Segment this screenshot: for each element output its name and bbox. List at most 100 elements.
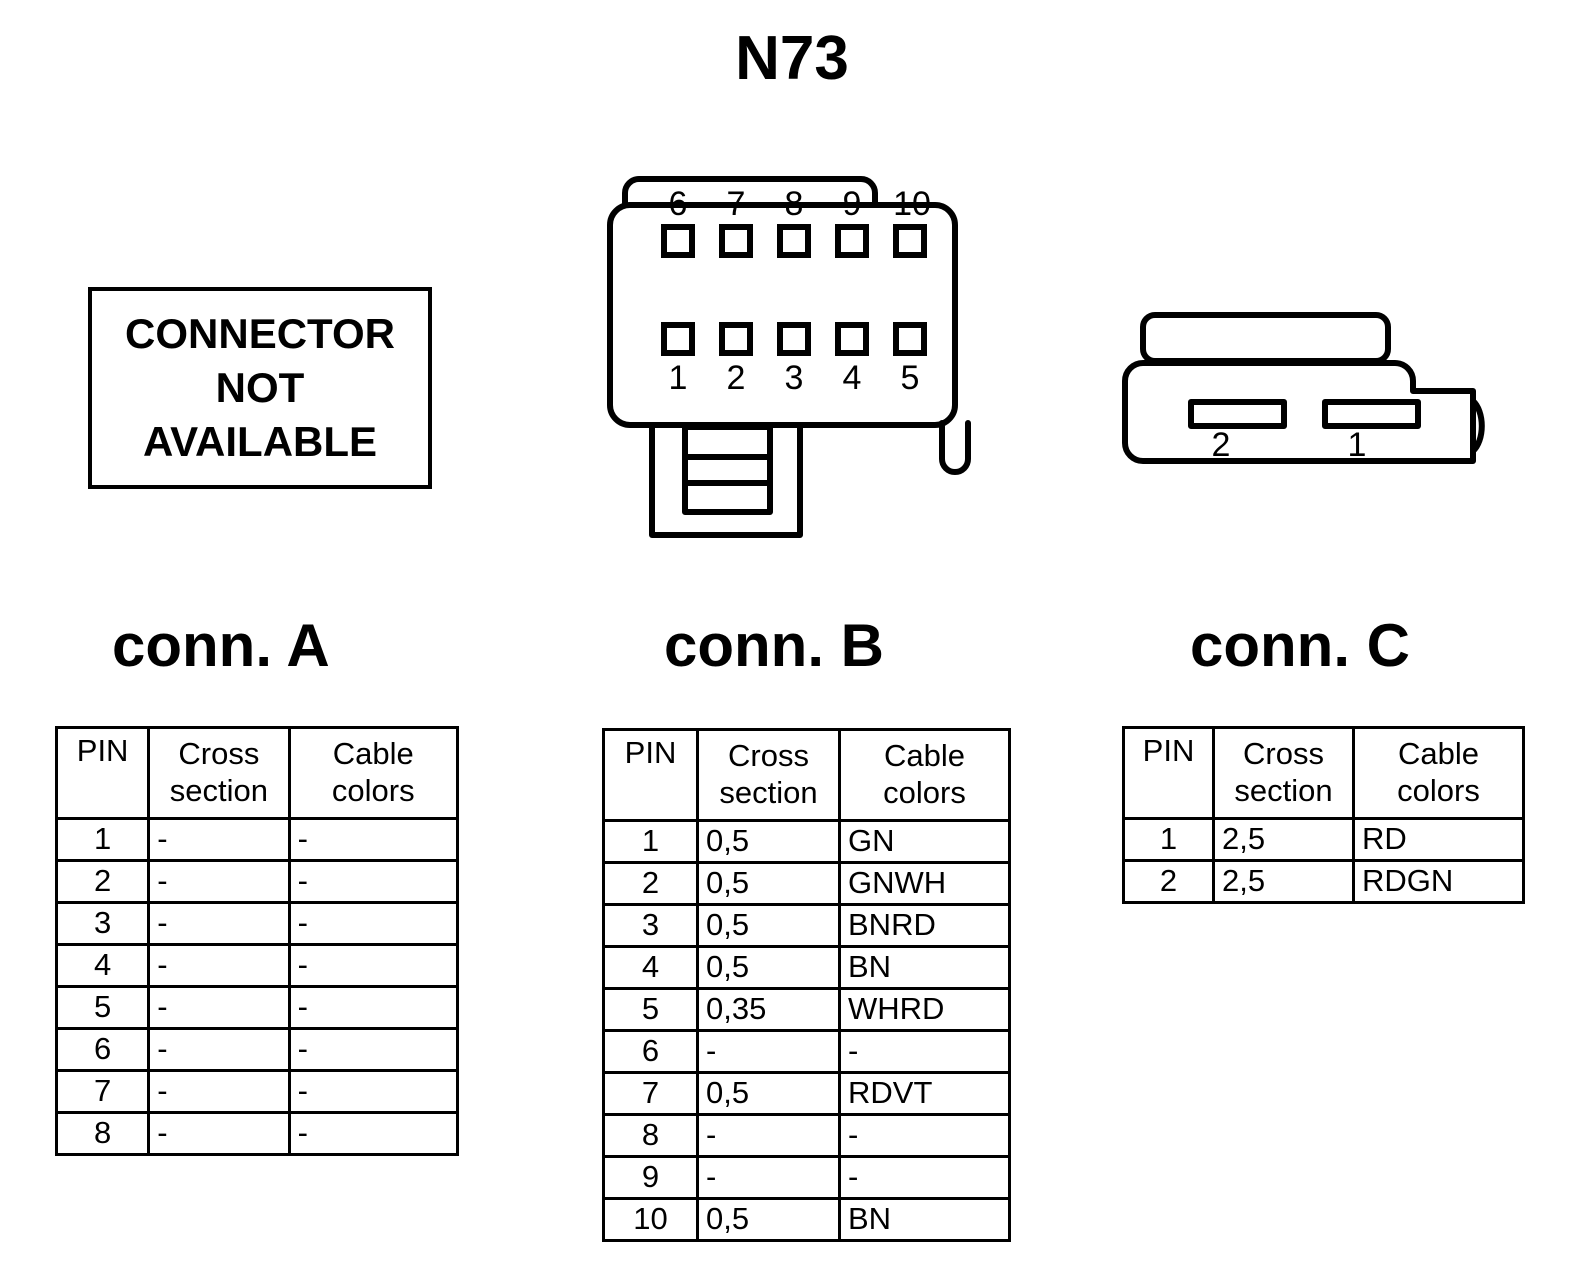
cell-cross-section: 2,5 (1212, 859, 1355, 904)
cell-cable-colors: BNRD (838, 903, 1011, 948)
cell-pin: 1 (1122, 817, 1215, 862)
page-title: N73 (735, 24, 849, 93)
column-header-cross-section-line1: Cross (1243, 736, 1324, 772)
notice-line-3: AVAILABLE (142, 417, 378, 465)
column-header-cross-section: Cross section (1212, 726, 1355, 820)
cell-cable-colors: RD (1352, 817, 1525, 862)
pin-label-2: 2 (727, 359, 746, 397)
table-header-row: PIN Cross section Cable colors (602, 728, 1011, 822)
cell-cable-colors: RDGN (1352, 859, 1525, 904)
table-header-row: PIN Cross section Cable colors (54, 726, 460, 820)
cell-pin: 7 (602, 1071, 699, 1116)
connector-a-table-body: 1--2--3--4--5--6--7--8-- (54, 817, 460, 1156)
column-header-pin: PIN (54, 726, 151, 820)
connector-b-illustration: 6 7 8 9 10 1 2 3 4 5 (600, 165, 1000, 545)
cell-cross-section: 0,5 (696, 1197, 841, 1242)
cell-cable-colors: - (287, 985, 460, 1030)
column-header-cable-colors-line1: Cable (1398, 736, 1479, 772)
heading-conn-a: conn. A (112, 612, 330, 679)
table-row: 3-- (54, 901, 460, 946)
cell-cross-section: 0,5 (696, 819, 841, 864)
connector-c-illustration: 2 1 (1095, 305, 1515, 485)
connector-not-available-box: CONNECTOR NOT AVAILABLE (88, 287, 432, 489)
column-header-cable-colors-line1: Cable (332, 736, 414, 772)
cell-cross-section: - (696, 1155, 841, 1200)
cell-pin: 5 (54, 985, 151, 1030)
column-header-cable-colors: Cable colors (1352, 726, 1525, 820)
cell-cross-section: 2,5 (1212, 817, 1355, 862)
cell-cable-colors: - (287, 901, 460, 946)
pin-label-9: 9 (843, 185, 862, 223)
table-row: 8-- (602, 1113, 1011, 1158)
column-header-cable-colors: Cable colors (838, 728, 1011, 822)
heading-conn-c: conn. C (1190, 612, 1410, 679)
cell-cable-colors: - (287, 1111, 460, 1156)
pin-label-3: 3 (785, 359, 804, 397)
cell-cross-section: 0,5 (696, 945, 841, 990)
column-header-cable-colors-line1: Cable (884, 738, 965, 774)
cell-pin: 7 (54, 1069, 151, 1114)
cell-cross-section: 0,5 (696, 903, 841, 948)
cell-cable-colors: - (838, 1029, 1011, 1074)
column-header-cable-colors-line2: colors (1397, 773, 1480, 808)
cell-cross-section: 0,5 (696, 861, 841, 906)
cell-pin: 6 (54, 1027, 151, 1072)
notice-line-2: NOT (215, 364, 305, 412)
table-header-row: PIN Cross section Cable colors (1122, 726, 1525, 820)
column-header-cross-section-line1: Cross (178, 736, 260, 772)
pin-label-7: 7 (727, 185, 746, 223)
cell-cable-colors: WHRD (838, 987, 1011, 1032)
table-row: 2-- (54, 859, 460, 904)
cell-cross-section: - (696, 1113, 841, 1158)
cell-pin: 2 (1122, 859, 1215, 904)
cell-pin: 3 (602, 903, 699, 948)
cell-cross-section: - (147, 985, 291, 1030)
column-header-cross-section-line2: section (719, 775, 818, 810)
pin-label-8: 8 (785, 185, 804, 223)
column-header-cross-section-line2: section (1234, 773, 1333, 808)
cell-cable-colors: RDVT (838, 1071, 1011, 1116)
cell-cross-section: 0,5 (696, 1071, 841, 1116)
cell-cross-section: - (147, 901, 291, 946)
cell-cross-section: - (147, 1069, 291, 1114)
slot-label-1: 1 (1348, 426, 1367, 464)
table-row: 6-- (54, 1027, 460, 1072)
cell-cable-colors: - (838, 1155, 1011, 1200)
cell-pin: 3 (54, 901, 151, 946)
cell-cross-section: - (147, 1111, 291, 1156)
table-row: 1-- (54, 817, 460, 862)
column-header-pin: PIN (1122, 726, 1215, 820)
cell-cross-section: - (147, 817, 291, 862)
cell-cable-colors: - (287, 1027, 460, 1072)
table-row: 4-- (54, 943, 460, 988)
cell-cable-colors: - (287, 817, 460, 862)
heading-conn-b: conn. B (664, 612, 884, 679)
slot-label-2: 2 (1212, 426, 1231, 464)
cell-cross-section: - (696, 1029, 841, 1074)
cell-cable-colors: - (287, 859, 460, 904)
cell-pin: 8 (54, 1111, 151, 1156)
cell-cable-colors: BN (838, 945, 1011, 990)
cell-pin: 6 (602, 1029, 699, 1074)
cell-pin: 4 (54, 943, 151, 988)
cell-pin: 1 (54, 817, 151, 862)
cell-pin: 2 (54, 859, 151, 904)
cell-cable-colors: - (838, 1113, 1011, 1158)
column-header-cross-section: Cross section (147, 726, 291, 820)
pin-label-5: 5 (901, 359, 920, 397)
pin-label-6: 6 (669, 185, 688, 223)
cell-cable-colors: GN (838, 819, 1011, 864)
cell-cable-colors: GNWH (838, 861, 1011, 906)
notice-line-1: CONNECTOR (125, 310, 395, 358)
